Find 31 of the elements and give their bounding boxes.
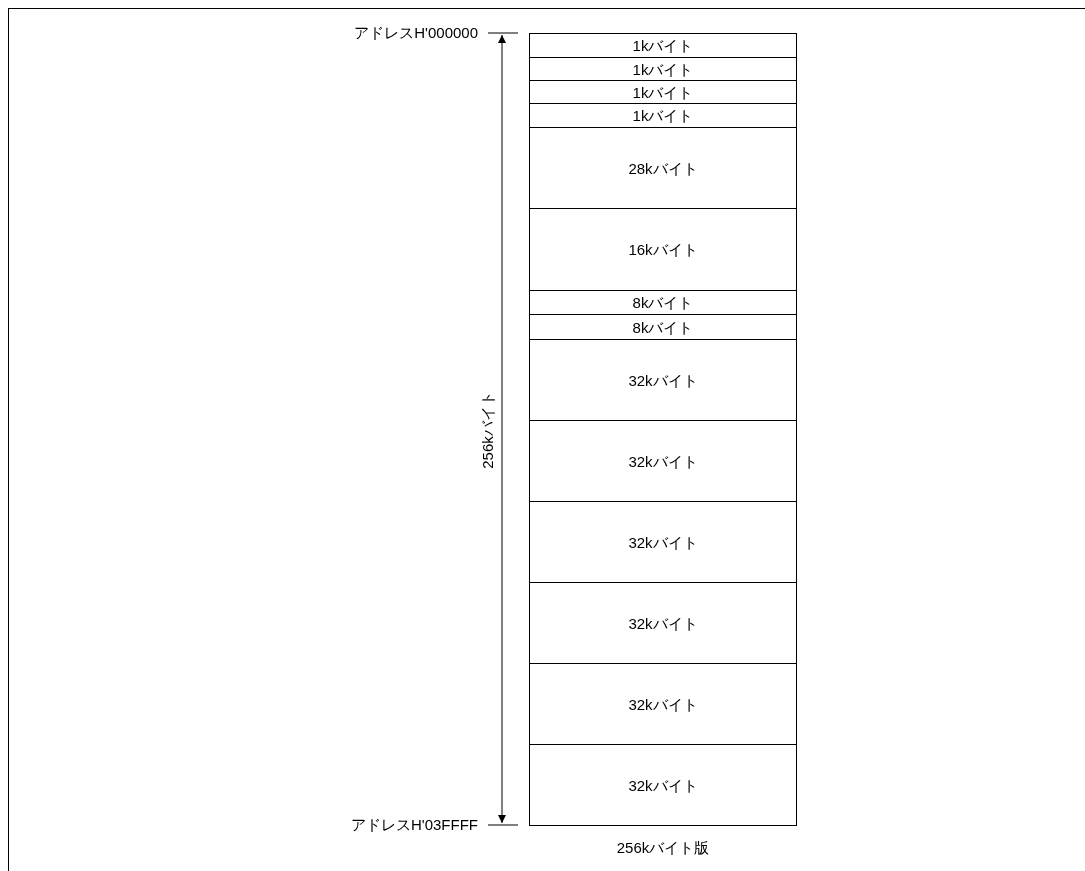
- memory-block: [529, 501, 797, 583]
- block-size-label: 16kバイト: [628, 242, 698, 257]
- block-size-label: 1kバイト: [632, 84, 694, 100]
- block-size-label: 1kバイト: [632, 38, 694, 53]
- memory-block: [529, 663, 797, 745]
- memory-block: [529, 33, 797, 58]
- block-size-label: 32kバイト: [628, 453, 698, 469]
- address-label: アドレスH'03FFFF: [350, 817, 478, 832]
- memory-block: [529, 80, 797, 104]
- block-size-label: 32kバイト: [628, 372, 698, 388]
- memory-block: [529, 290, 797, 315]
- block-size-label: 32kバイト: [628, 777, 698, 793]
- block-size-label: 32kバイト: [628, 696, 698, 712]
- memory-block: [529, 339, 797, 421]
- block-size-label: 1kバイト: [632, 61, 694, 77]
- block-size-label: 32kバイト: [628, 615, 698, 631]
- memory-block: [529, 127, 797, 209]
- block-size-label: 32kバイト: [628, 534, 698, 550]
- memory-block: [529, 744, 797, 826]
- memory-block: [529, 208, 797, 291]
- memory-block: [529, 57, 797, 81]
- block-size-label: 28kバイト: [628, 160, 698, 176]
- memory-block: [529, 103, 797, 128]
- address-label: アドレスH'000000: [354, 25, 478, 40]
- memory-block: [529, 314, 797, 340]
- block-size-label: 1kバイト: [632, 108, 694, 123]
- block-size-label: 8kバイト: [632, 319, 694, 335]
- memory-block: [529, 582, 797, 664]
- block-size-label: 8kバイト: [632, 295, 694, 310]
- caption: 256kバイト版: [616, 840, 710, 855]
- memory-block: [529, 420, 797, 502]
